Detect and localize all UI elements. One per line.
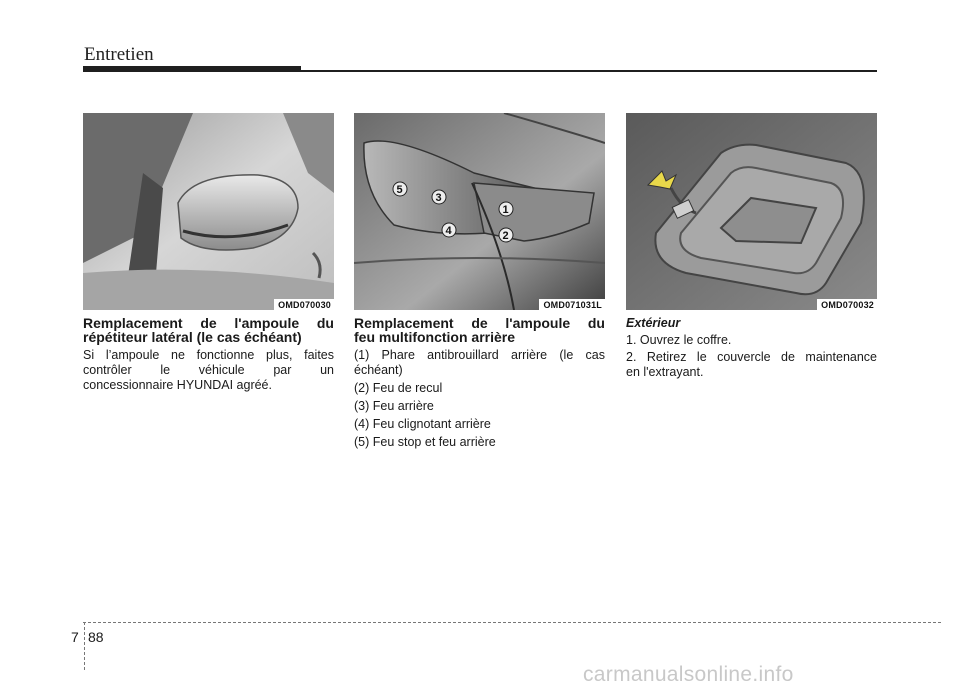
callout-5: 5 (392, 181, 408, 197)
page-header-title: Entretien (84, 44, 154, 65)
section-exterior: Extérieur 1. Ouvrez le coffre. 2. Retire… (626, 316, 877, 382)
svg-text:3: 3 (436, 192, 442, 204)
section-title: Remplacement de l'ampoule du répétiteur … (83, 315, 334, 345)
section-body: Si l’ampoule ne fonctionne plus, faites … (83, 348, 334, 392)
list-item: (3) Feu arrière (354, 399, 434, 413)
figure-rear-lamp: 1 2 3 4 5 OMD071031L (354, 113, 605, 310)
svg-text:2: 2 (503, 230, 509, 242)
svg-text:5: 5 (397, 184, 403, 196)
bulb-list: (1) Phare antibrouillard arrière (le cas… (354, 348, 605, 450)
svg-text:4: 4 (446, 225, 453, 237)
section-rear-lamp: Remplacement de l'ampoule du feu multifo… (354, 316, 605, 453)
callout-3: 3 (431, 189, 447, 205)
footer-rule (83, 622, 941, 623)
exterior-heading: Extérieur (626, 316, 681, 330)
list-item: (2) Feu de recul (354, 381, 443, 395)
trunk-cover-illustration (626, 113, 877, 310)
callout-4: 4 (441, 222, 457, 238)
callout-2: 2 (498, 227, 514, 243)
section-side-repeater: Remplacement de l'ampoule du répétiteur … (83, 316, 334, 393)
header-rule (301, 70, 877, 72)
list-item: (4) Feu clignotant arrière (354, 417, 491, 431)
callout-1: 1 (498, 201, 514, 217)
watermark: carmanualsonline.info (583, 663, 794, 686)
figure-code: OMD071031L (539, 299, 605, 310)
figure-side-mirror: OMD070030 (83, 113, 334, 310)
side-mirror-illustration (83, 113, 334, 310)
page-number: 88 (88, 629, 104, 645)
steps-list: 1. Ouvrez le coffre. 2. Retirez le couve… (626, 333, 877, 380)
header-bar (83, 66, 301, 72)
figure-code: OMD070032 (817, 299, 877, 310)
footer-divider (84, 622, 85, 670)
chapter-number: 7 (71, 629, 79, 645)
list-item: (1) Phare antibrouillard arrière (le cas… (354, 348, 605, 377)
figure-code: OMD070030 (274, 299, 334, 310)
figure-trunk-cover: OMD070032 (626, 113, 877, 310)
svg-text:1: 1 (503, 204, 509, 216)
section-title: Remplacement de l'ampoule du feu multifo… (354, 315, 605, 345)
list-item: 1. Ouvrez le coffre. (626, 333, 732, 347)
rear-lamp-illustration: 1 2 3 4 5 (354, 113, 605, 310)
list-item: (5) Feu stop et feu arrière (354, 435, 496, 449)
